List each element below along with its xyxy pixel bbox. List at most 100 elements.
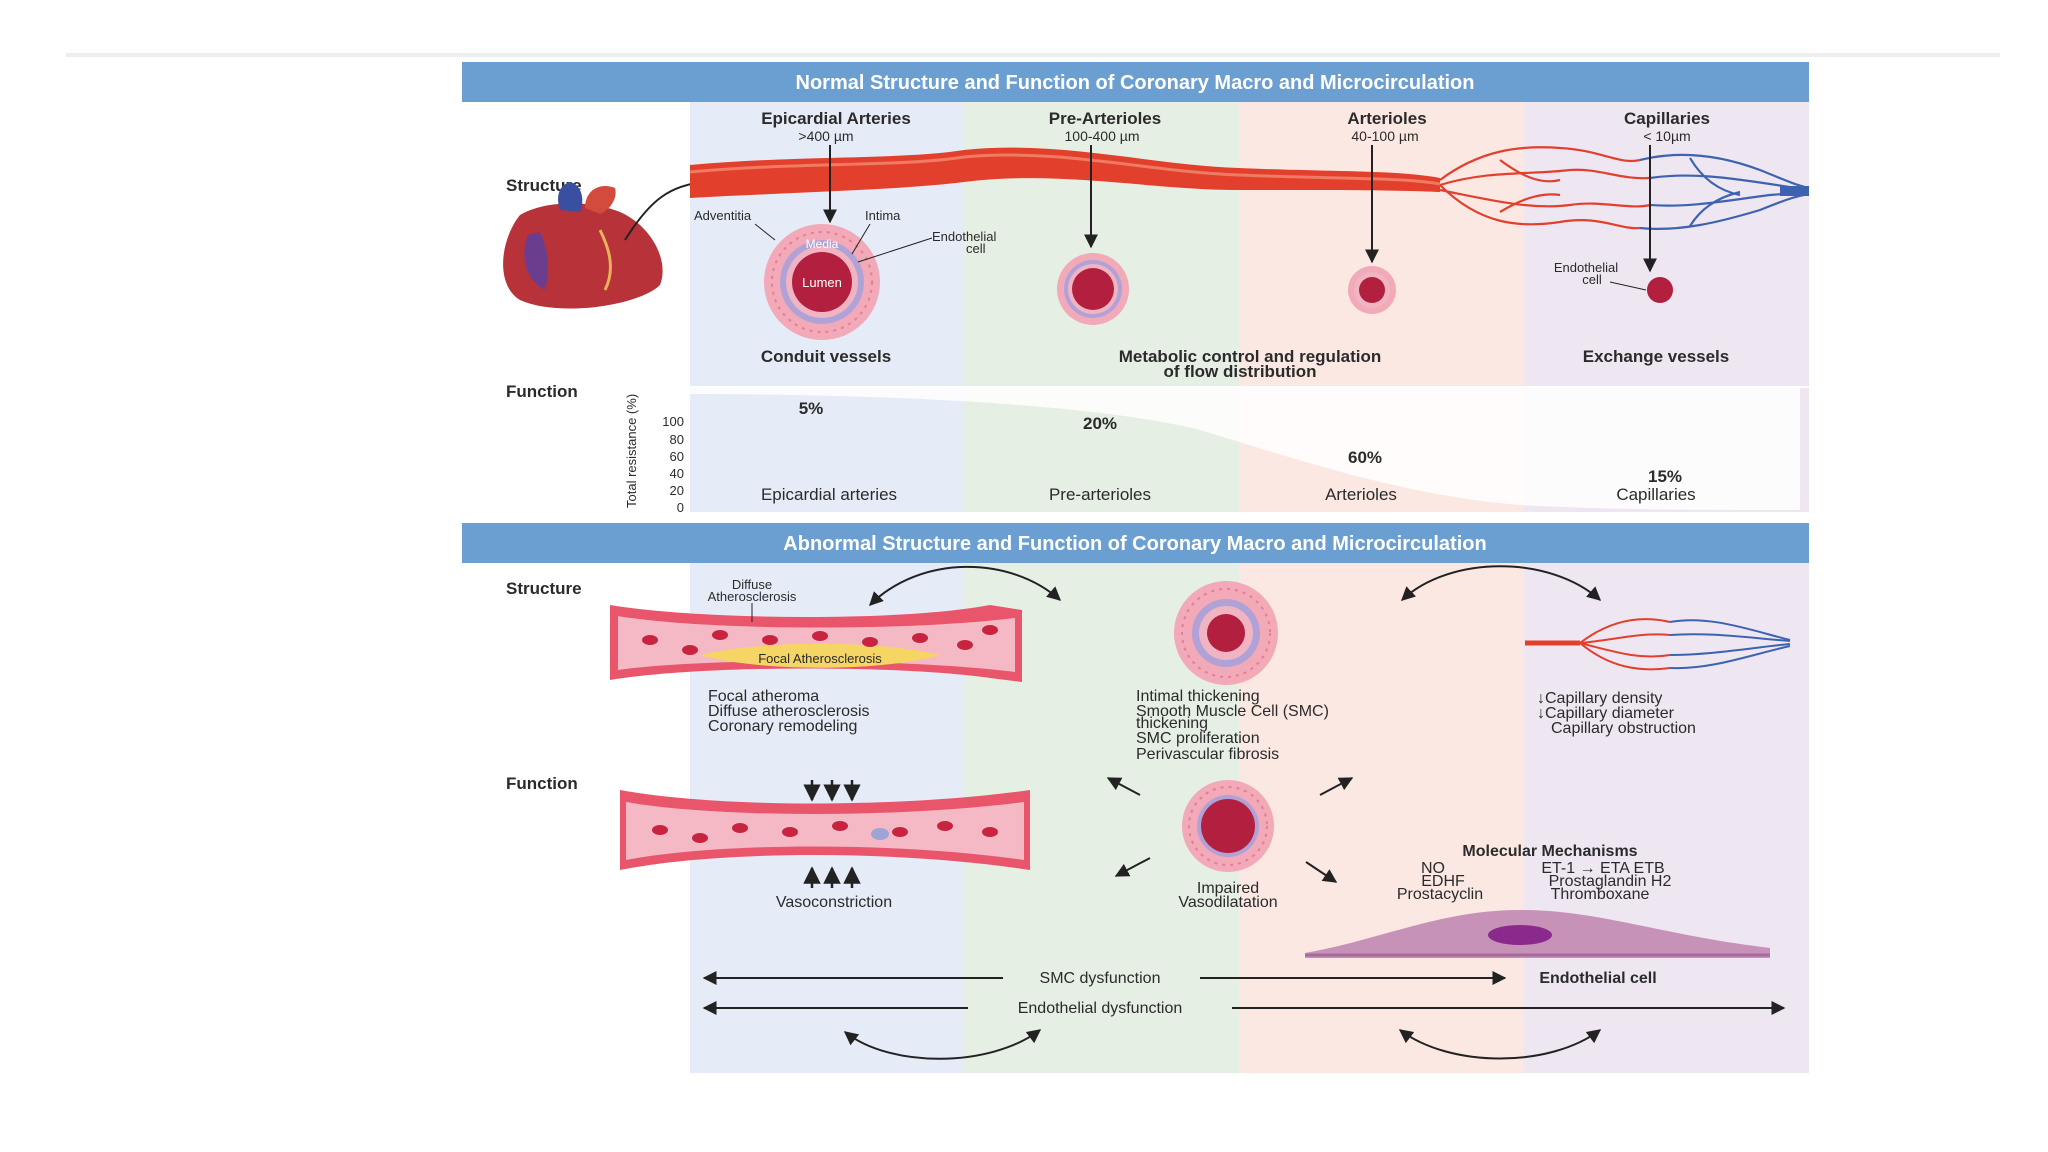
chart-ylabel: Total resistance (%) (624, 394, 639, 508)
capillary-item: ↓Capillary density (1537, 690, 1662, 707)
artery-tube (690, 147, 1440, 198)
molecular-title: Molecular Mechanisms (1462, 843, 1637, 860)
ytick-20: 20 (670, 483, 684, 498)
cross-section-epicardial (764, 224, 880, 340)
col-title-prearterioles: Pre-Arterioles (1049, 109, 1161, 128)
curved-arrow-top-left (869, 565, 1062, 606)
label-adventitia: Adventitia (694, 208, 752, 223)
chart-label-60: 60% (1348, 448, 1382, 467)
abnormal-structure-label: Structure (506, 579, 582, 598)
micro-list: Intimal thickening Smooth Muscle Cell (S… (1136, 688, 1329, 763)
chart-label-5: 5% (799, 399, 824, 418)
leader-adventitia (754, 223, 776, 241)
top-divider (66, 53, 2000, 57)
artery-highlight (689, 153, 1441, 186)
normal-function-label: Function (506, 382, 578, 401)
label-endothelial-dysfunction: Endothelial dysfunction (1018, 1000, 1183, 1017)
endothelial-cell-illustration (1305, 910, 1770, 958)
col-bg-prearterioles (964, 102, 1239, 386)
diseased-vessel (610, 605, 1022, 682)
label-endothelial-2: cell (966, 241, 986, 256)
capillary-network (1439, 146, 1810, 230)
molecular-left-item: Prostacyclin (1397, 886, 1483, 903)
curved-arrow-bottom-left (843, 1029, 1042, 1060)
ytick-0: 0 (677, 500, 684, 515)
col-title-epicardial: Epicardial Arteries (761, 109, 911, 128)
molecular-right-item: Thromboxane (1551, 886, 1650, 903)
abnormal-function-label: Function (506, 774, 578, 793)
constriction-arrows (803, 780, 861, 888)
capillary-item: Capillary obstruction (1551, 720, 1696, 737)
leader-intima (851, 223, 871, 255)
molecular-left: NO EDHF Prostacyclin (1397, 860, 1483, 903)
leader-cap-endothelial (1609, 281, 1647, 291)
col-title-capillaries: Capillaries (1624, 109, 1710, 128)
resistance-curve (690, 388, 1800, 510)
label-endothelial-cell: Endothelial cell (1539, 970, 1656, 987)
label-cap-endothelial-1: Endothelial (1554, 260, 1618, 275)
curved-arrow-bottom-right (1398, 1029, 1602, 1060)
normal-header-title: Normal Structure and Function of Coronar… (796, 72, 1475, 94)
chart-cat-arterioles: Arterioles (1325, 485, 1397, 504)
micro-item: thickening (1136, 715, 1208, 732)
vein-outflow (1780, 186, 1809, 196)
role-exchange: Exchange vessels (1583, 347, 1729, 366)
abnormal-header-title: Abnormal Structure and Function of Coron… (783, 533, 1486, 555)
ytick-60: 60 (670, 449, 684, 464)
micro-item: Perivascular fibrosis (1136, 746, 1279, 763)
chart-cat-epicardial: Epicardial arteries (761, 485, 897, 504)
chart-cat-prearterioles: Pre-arterioles (1049, 485, 1151, 504)
label-lumen: Lumen (802, 275, 842, 290)
micro-item: SMC proliferation (1136, 730, 1260, 747)
macro-item: Diffuse atherosclerosis (708, 703, 870, 720)
chart-bg-epicardial (690, 388, 964, 512)
constricted-vessel (620, 790, 1030, 870)
molecular-left-item: NO (1421, 860, 1445, 877)
molecular-left-item: EDHF (1421, 873, 1465, 890)
molecular-right-item: Prostaglandin H2 (1549, 873, 1672, 890)
col-size-capillaries: < 10µm (1643, 128, 1690, 144)
micro-item: Smooth Muscle Cell (SMC) (1136, 703, 1329, 720)
chart-yticks: 100 80 60 40 20 0 (662, 414, 684, 515)
col-title-arterioles: Arterioles (1347, 109, 1426, 128)
label-impaired-2: Vasodilatation (1178, 894, 1277, 911)
label-smc-dysfunction: SMC dysfunction (1040, 970, 1161, 987)
chart-label-15: 15% (1648, 467, 1682, 486)
label-diffuse-1: Diffuse (732, 577, 772, 592)
label-focal: Focal Atherosclerosis (758, 651, 882, 666)
capillary-item: ↓Capillary diameter (1537, 705, 1675, 722)
cross-section-prearterioles (1057, 253, 1129, 325)
ytick-100: 100 (662, 414, 684, 429)
abnormal-header-bar (462, 523, 1809, 563)
label-impaired-1: Impaired (1197, 880, 1259, 897)
col-bg-arterioles (1239, 102, 1524, 386)
role-metabolic-1: Metabolic control and regulation (1119, 347, 1382, 366)
capillary-list: ↓Capillary density ↓Capillary diameter C… (1537, 690, 1696, 737)
curved-arrow-top-right (1400, 565, 1602, 601)
label-diffuse-2: Atherosclerosis (708, 589, 797, 604)
col-size-epicardial: >400 µm (798, 128, 853, 144)
ab-col-bg-arterioles (1239, 563, 1524, 1073)
col-size-arterioles: 40-100 µm (1351, 128, 1418, 144)
col-size-prearterioles: 100-400 µm (1065, 128, 1140, 144)
role-metabolic-2: of flow distribution (1164, 362, 1317, 381)
rarefied-capillaries (1525, 618, 1791, 671)
label-media: Media (806, 237, 839, 251)
cross-section-arterioles (1348, 266, 1396, 314)
dilation-arrows (1106, 777, 1354, 883)
leader-endothelial (857, 237, 933, 263)
thickened-microvessel (1174, 581, 1278, 685)
col-bg-capillaries (1524, 102, 1809, 386)
normal-header-bar (462, 62, 1809, 102)
ytick-40: 40 (670, 466, 684, 481)
cross-section-capillary (1647, 277, 1673, 303)
chart-cat-capillaries: Capillaries (1616, 485, 1695, 504)
role-conduit: Conduit vessels (761, 347, 891, 366)
micro-item: Intimal thickening (1136, 688, 1260, 705)
macro-list: Focal atheroma Diffuse atherosclerosis C… (708, 688, 870, 735)
molecular-right-item: ET-1 → ETA ETB (1541, 860, 1664, 877)
impaired-vessel (1182, 780, 1274, 872)
label-intima: Intima (865, 208, 901, 223)
label-endothelial-1: Endothelial (932, 229, 996, 244)
